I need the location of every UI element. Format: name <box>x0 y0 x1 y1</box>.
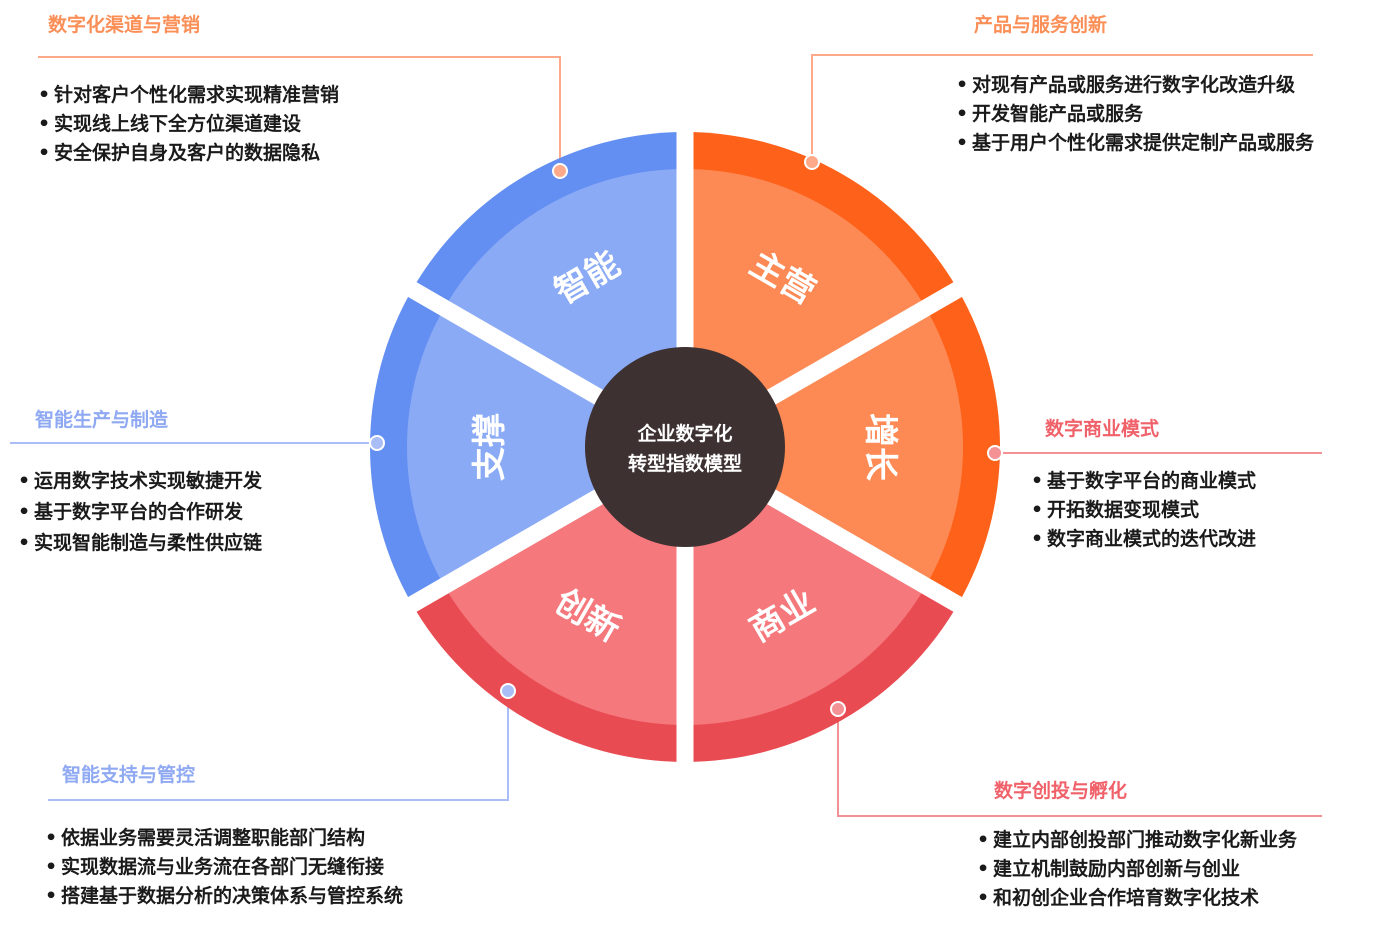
segment-4-inner <box>406 308 685 586</box>
connector-line-4 <box>48 691 509 801</box>
manufacturing-title: 智能生产与制造 <box>35 409 169 431</box>
connector-dot-0 <box>552 163 568 179</box>
list-item: •基于数字平台的商业模式 <box>1031 470 1257 492</box>
list-item: •数字商业模式的迭代改进 <box>1031 528 1257 550</box>
connector-line-5 <box>837 709 1322 817</box>
list-item: •实现数据流与业务流在各部门无缝衔接 <box>45 856 385 878</box>
list-item: •安全保护自身及客户的数据隐私 <box>38 142 321 164</box>
list-item: •基于数字平台的合作研发 <box>18 501 244 523</box>
list-item: •依据业务需要灵活调整职能部门结构 <box>45 827 366 849</box>
list-item: •基于用户个性化需求提供定制产品或服务 <box>956 132 1315 154</box>
connector-dot-5 <box>830 701 846 717</box>
list-item: •建立内部创投部门推动数字化新业务 <box>977 829 1298 851</box>
list-item: •和初创企业合作培育数字化技术 <box>977 887 1260 909</box>
segment-label-4: 支撑 <box>470 413 510 481</box>
connector-lines <box>10 54 1322 817</box>
venture-list: •建立内部创投部门推动数字化新业务 •建立机制鼓励内部创新与创业 •和初创企业合… <box>977 826 1297 913</box>
connector-dot-4 <box>500 683 516 699</box>
center-title-line1: 企业数字化 <box>636 422 732 445</box>
product-title: 产品与服务创新 <box>974 14 1108 36</box>
connector-line-0 <box>38 56 561 171</box>
list-item: •针对客户个性化需求实现精准营销 <box>38 84 340 106</box>
list-item: •实现智能制造与柔性供应链 <box>18 532 263 554</box>
venture-title: 数字创投与孵化 <box>994 780 1128 802</box>
marketing-list: •针对客户个性化需求实现精准营销 •实现线上线下全方位渠道建设 •安全保护自身及… <box>38 81 339 168</box>
product-list: •对现有产品或服务进行数字化改造升级 •开发智能产品或服务 •基于用户个性化需求… <box>956 71 1314 158</box>
list-item: •运用数字技术实现敏捷开发 <box>18 470 263 492</box>
segment-label-1: 增长 <box>860 413 900 481</box>
segment-1-inner <box>685 308 964 586</box>
list-item: •开拓数据变现模式 <box>1031 499 1200 521</box>
connector-dot-3 <box>987 445 1003 461</box>
connector-dot-1 <box>804 154 820 170</box>
list-item: •建立机制鼓励内部创新与创业 <box>977 858 1241 880</box>
list-item: •对现有产品或服务进行数字化改造升级 <box>956 74 1296 96</box>
list-item: •实现线上线下全方位渠道建设 <box>38 113 302 135</box>
list-item: •开发智能产品或服务 <box>956 103 1144 125</box>
business-model-title: 数字商业模式 <box>1045 418 1160 440</box>
center-title-line2: 转型指数模型 <box>628 452 742 475</box>
manufacturing-list: •运用数字技术实现敏捷开发 •基于数字平台的合作研发 •实现智能制造与柔性供应链 <box>18 466 262 559</box>
center-disc <box>585 347 785 547</box>
support-title: 智能支持与管控 <box>62 764 196 786</box>
support-list: •依据业务需要灵活调整职能部门结构 •实现数据流与业务流在各部门无缝衔接 •搭建… <box>45 824 403 911</box>
connector-line-1 <box>811 54 1313 162</box>
list-item: •搭建基于数据分析的决策体系与管控系统 <box>45 885 404 907</box>
connector-dots <box>369 154 1003 717</box>
business-model-list: •基于数字平台的商业模式 •开拓数据变现模式 •数字商业模式的迭代改进 <box>1031 467 1256 554</box>
marketing-title: 数字化渠道与营销 <box>48 14 201 36</box>
connector-dot-2 <box>369 435 385 451</box>
